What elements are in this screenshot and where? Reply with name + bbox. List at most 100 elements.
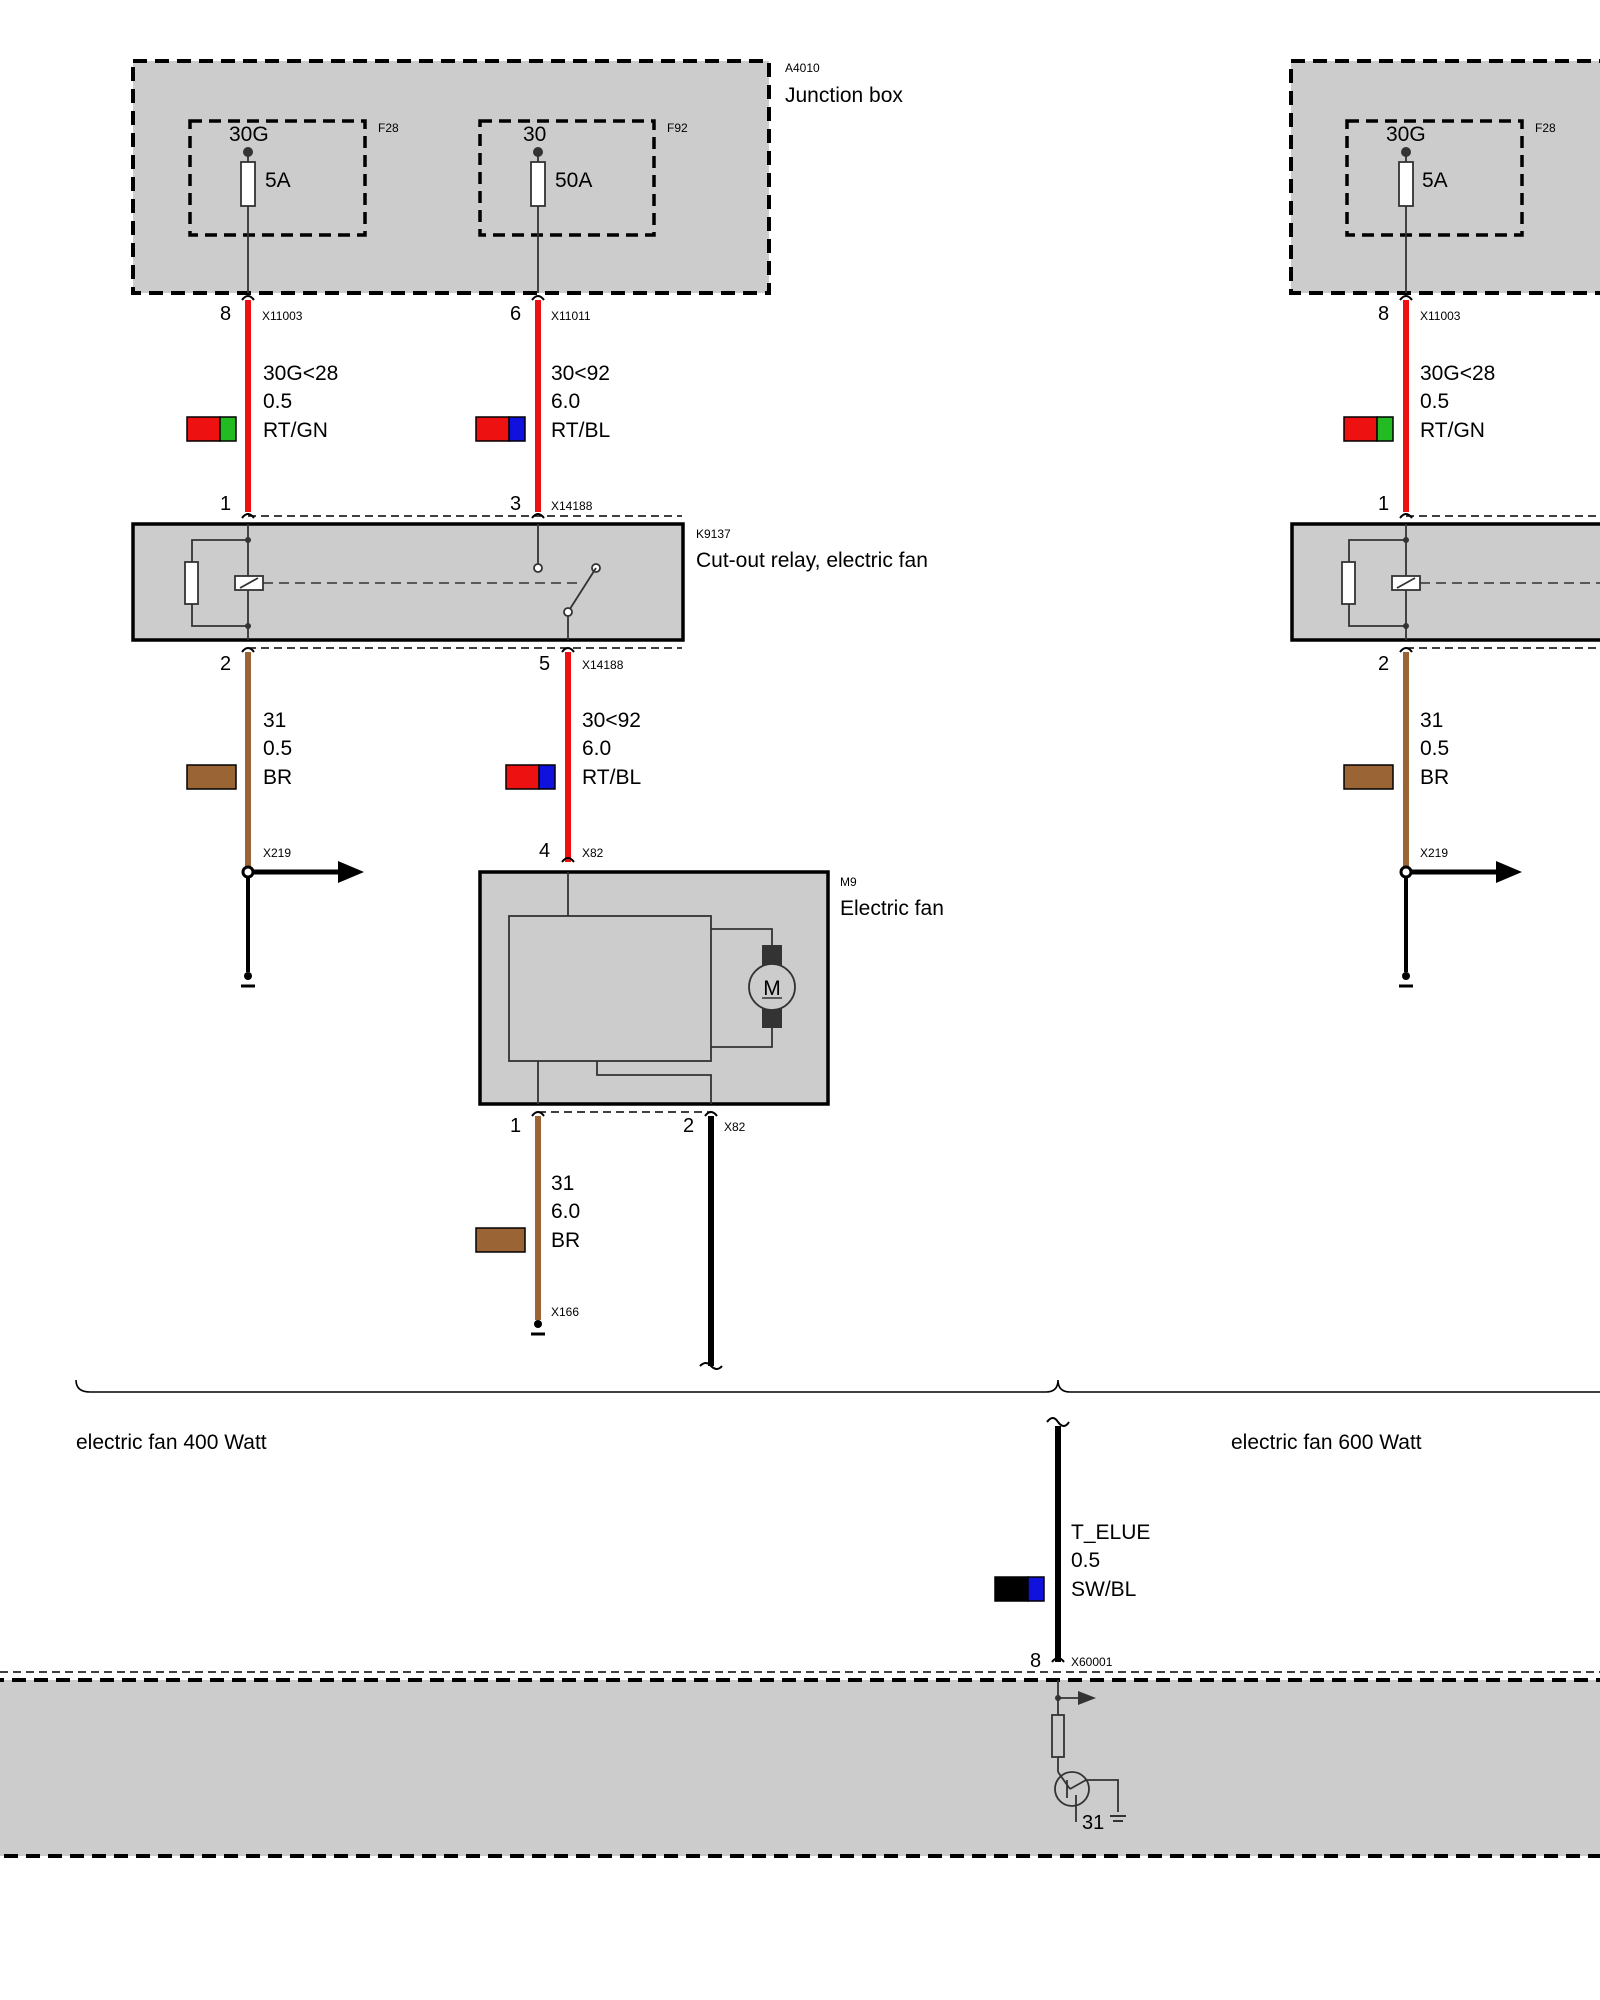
wire-signal: 30<92 (582, 709, 641, 732)
connector-label: X82 (582, 846, 604, 860)
wire-color-swatch (475, 416, 510, 442)
wire-color-code: RT/BL (582, 766, 641, 789)
wire-size: 6.0 (551, 1200, 580, 1223)
wire-size: 6.0 (582, 737, 611, 760)
arrow-right-icon (1496, 861, 1522, 883)
pin-label: 2 (220, 653, 231, 675)
wire-color-code: RT/GN (263, 419, 328, 442)
wire-color-code: SW/BL (1071, 1578, 1136, 1601)
connector-label: X219 (1420, 846, 1448, 860)
fuse-f28-id: F28 (378, 121, 399, 135)
wire-size: 0.5 (1420, 390, 1449, 413)
ground-terminal-label: 31 (1082, 1812, 1104, 1834)
wire-signal: 31 (1420, 709, 1443, 732)
electric-fan: M9 Electric fan M (478, 870, 944, 1113)
connector-label: X14188 (551, 499, 593, 513)
wire-color-swatch (186, 416, 221, 442)
pin-label: 4 (539, 840, 550, 862)
connector-label: X14188 (582, 658, 624, 672)
fuse-icon (240, 161, 256, 207)
wire-color-swatch (1343, 764, 1394, 790)
pin-label: 1 (510, 1115, 521, 1137)
motor-symbol: M (763, 977, 781, 1000)
wire-signal: T_ELUE (1071, 1521, 1150, 1544)
wire-fan-pin2: 2 X82 (683, 1111, 746, 1370)
wire-3092-lower: 5 X14188 30<92 6.0 RT/BL 4 X82 (505, 647, 641, 863)
wire-t-elue: T_ELUE 0.5 SW/BL 8 X60001 (994, 1417, 1150, 1672)
ground-icon (534, 1320, 542, 1328)
fuse-f92-id: F92 (667, 121, 688, 135)
fuse-icon (1398, 161, 1414, 207)
pin-label: 2 (683, 1115, 694, 1137)
wire-signal: 30G<28 (263, 362, 338, 385)
connector-label: X60001 (1071, 1655, 1113, 1669)
wire-color-code: RT/GN (1420, 419, 1485, 442)
splice-icon (241, 865, 255, 879)
wire-signal: 31 (551, 1172, 574, 1195)
wire-color-swatch (505, 764, 540, 790)
arrow-right-icon (338, 861, 364, 883)
connector-label: X11003 (1420, 309, 1461, 323)
wire-signal: 30G<28 (1420, 362, 1495, 385)
arrow-right-icon (1078, 1691, 1096, 1705)
fuse-f28-terminal: 30G (229, 123, 269, 146)
fuse-rating: 5A (1422, 169, 1448, 192)
pin-label: 1 (220, 493, 231, 515)
wire-color-swatch (475, 1227, 526, 1253)
pin-label: 3 (510, 493, 521, 515)
wire-color-code: BR (1420, 766, 1449, 789)
fan-name: Electric fan (840, 897, 944, 920)
wire-size: 0.5 (263, 390, 292, 413)
motor-icon (748, 963, 796, 1011)
fan-id: M9 (840, 875, 857, 889)
wire-size: 0.5 (263, 737, 292, 760)
fuse-terminal: 30G (1386, 123, 1426, 146)
pin-label: 6 (510, 303, 521, 325)
relay-id: K9137 (696, 527, 731, 541)
wire-31-relay-ground-right: 2 31 0.5 BR X219 (1343, 647, 1522, 988)
fuse-id: F28 (1535, 121, 1556, 135)
variant-brace: electric fan 400 Watt electric fan 600 W… (75, 1379, 1600, 1454)
connector-label: X11011 (551, 309, 591, 323)
splice-icon (1399, 865, 1413, 879)
resistor-icon (1051, 1714, 1065, 1758)
wire-color-code: BR (263, 766, 292, 789)
junction-box-right: F28 30G 5A (1289, 59, 1600, 295)
pin-label: 2 (1378, 653, 1389, 675)
wire-size: 0.5 (1420, 737, 1449, 760)
relay-name: Cut-out relay, electric fan (696, 549, 928, 572)
fuse-f92: F92 30 50A (478, 119, 688, 293)
variant-label-600: electric fan 600 Watt (1231, 1431, 1422, 1454)
wire-size: 6.0 (551, 390, 580, 413)
pin-label: 1 (1378, 493, 1389, 515)
connector-label: X82 (724, 1120, 746, 1134)
wire-31-relay-ground: 2 31 0.5 BR X219 (186, 647, 364, 988)
junction-box-name: Junction box (785, 84, 903, 107)
fuse-icon (530, 161, 546, 207)
resistor-icon (184, 561, 199, 605)
connector-label: X11003 (262, 309, 303, 323)
wire-30g28-right: 8 X11003 30G<28 0.5 RT/GN 1 (1343, 295, 1495, 519)
pin-label: 5 (539, 653, 550, 675)
pin-label: 8 (1378, 303, 1389, 325)
junction-box: A4010 Junction box (131, 59, 903, 295)
wire-signal: 30<92 (551, 362, 610, 385)
connector-label: X166 (551, 1305, 579, 1319)
fuse-f92-rating: 50A (555, 169, 592, 192)
wire-signal: 31 (263, 709, 286, 732)
fuse-f28: F28 30G 5A (188, 119, 399, 293)
ground-icon (1402, 972, 1410, 980)
wire-30g28: 8 X11003 30G<28 0.5 RT/GN 1 (186, 295, 338, 519)
wire-size: 0.5 (1071, 1549, 1100, 1572)
ground-icon (244, 972, 252, 980)
wire-color-code: BR (551, 1229, 580, 1252)
pin-label: 8 (1030, 1650, 1041, 1672)
cut-out-relay: K9137 Cut-out relay, electric fan (131, 515, 928, 649)
control-unit: 31 (0, 1671, 1600, 1858)
fuse-f92-terminal: 30 (523, 123, 546, 146)
wire-3092-upper: 6 X11011 30<92 6.0 RT/BL 3 X14188 (475, 295, 610, 519)
wire-color-swatch (994, 1576, 1029, 1602)
wire-color-swatch (186, 764, 237, 790)
connector-label: X219 (263, 846, 291, 860)
